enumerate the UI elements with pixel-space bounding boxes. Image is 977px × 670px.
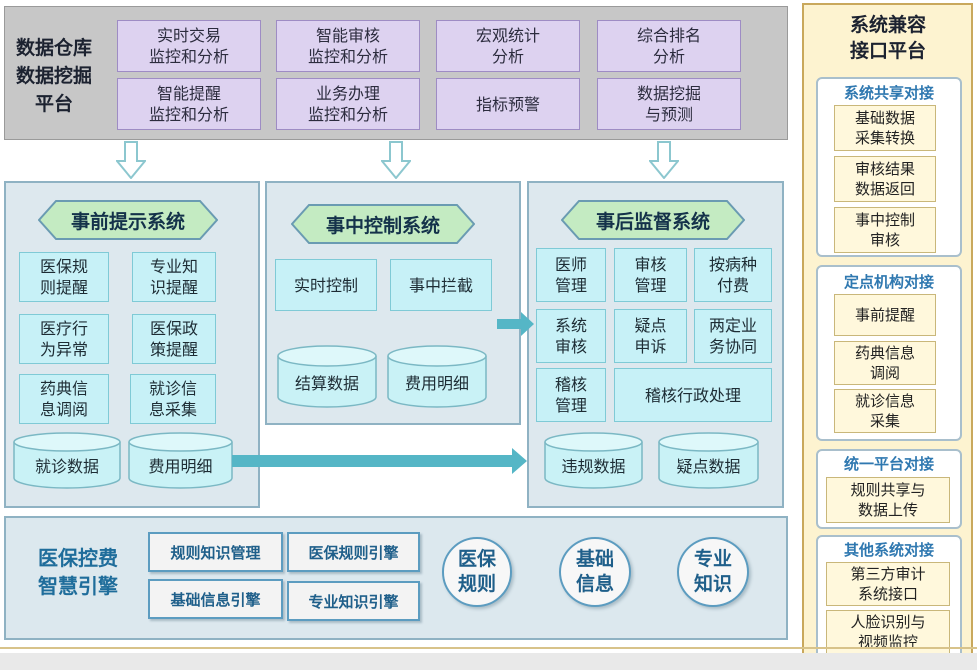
visit-data-db: 就诊数据	[34, 457, 99, 476]
database-cylinder-icon	[387, 345, 487, 408]
audit-management-box[interactable]: 审核管理	[614, 248, 687, 302]
realtime-control-box[interactable]: 实时控制	[275, 259, 377, 311]
group-title: 其他系统对接	[843, 540, 934, 559]
group-title: 定点机构对接	[843, 272, 934, 291]
right-arrow-icon	[497, 312, 534, 336]
insurance-rule-engine-button[interactable]: 医保规则引擎	[287, 532, 420, 572]
system-audit-box[interactable]: 系统审核	[536, 309, 606, 363]
in-event-control-audit-box[interactable]: 事中控制审核	[834, 207, 936, 253]
insurance-policy-reminder-box[interactable]: 医保政策提醒	[132, 314, 216, 364]
smart-reminder-box[interactable]: 智能提醒监控和分析	[117, 78, 261, 130]
smart-engine-title: 医保控费 智慧引擎	[38, 546, 118, 598]
down-arrow-icon	[649, 141, 679, 179]
post-event-title-hex	[561, 200, 745, 240]
disease-based-payment-box[interactable]: 按病种付费	[694, 248, 772, 302]
pharmacopeia-lookup-box[interactable]: 药典信息调阅	[19, 374, 109, 424]
designated-business-box[interactable]: 两定业务协同	[694, 309, 772, 363]
settlement-data-db: 结算数据	[294, 374, 359, 393]
face-recognition-box[interactable]: 人脸识别与视频监控	[826, 610, 950, 654]
bottom-divider	[0, 647, 977, 649]
pharmacopeia-info-box[interactable]: 药典信息调阅	[834, 341, 936, 385]
expert-knowledge-engine-button[interactable]: 专业知识引擎	[287, 581, 420, 621]
smart-audit-box[interactable]: 智能审核监控和分析	[276, 20, 420, 72]
post-event-title: 事后监督系统	[595, 210, 710, 233]
database-cylinder-icon	[13, 432, 121, 489]
insurance-rule-reminder-box[interactable]: 医保规则提醒	[19, 252, 109, 302]
data-mining-box[interactable]: 数据挖掘与预测	[597, 78, 741, 130]
title-line: 数据挖掘	[15, 65, 92, 87]
group-title: 系统共享对接	[843, 83, 934, 102]
database-cylinder-icon	[544, 432, 643, 489]
data-warehouse-title: 数据仓库 数据挖掘 平台	[6, 34, 102, 118]
interface-platform-title: 系统兼容 接口平台	[849, 14, 926, 62]
rule-sharing-upload-box[interactable]: 规则共享与数据上传	[826, 477, 950, 523]
cost-details-db: 费用明细	[148, 457, 213, 476]
third-party-audit-box[interactable]: 第三方审计系统接口	[826, 562, 950, 606]
mid-event-title-hex	[291, 204, 475, 244]
macro-stats-box[interactable]: 宏观统计分析	[436, 20, 580, 72]
pre-event-title: 事前提示系统	[70, 210, 185, 233]
in-event-intercept-box[interactable]: 事中拦截	[390, 259, 492, 311]
ranking-box[interactable]: 综合排名分析	[597, 20, 741, 72]
indicator-warning-box[interactable]: 指标预警	[436, 78, 580, 130]
down-arrow-icon	[381, 141, 411, 179]
title-line: 平台	[34, 93, 73, 115]
pre-event-reminder-box[interactable]: 事前提醒	[834, 294, 936, 336]
insurance-rules-circle[interactable]: 医保规则	[442, 537, 512, 607]
group-title: 统一平台对接	[843, 454, 934, 473]
long-right-arrow-icon	[232, 448, 527, 474]
expert-knowledge-circle[interactable]: 专业知识	[677, 537, 749, 607]
database-cylinder-icon	[128, 432, 233, 489]
doubtful-data-db: 疑点数据	[676, 457, 741, 476]
business-handling-box[interactable]: 业务办理监控和分析	[276, 78, 420, 130]
realtime-trade-box[interactable]: 实时交易监控和分析	[117, 20, 261, 72]
bottom-strip	[0, 653, 977, 670]
doubt-appeal-box[interactable]: 疑点申诉	[614, 309, 687, 363]
visit-info-collection-box[interactable]: 就诊信息采集	[130, 374, 216, 424]
visit-info-box[interactable]: 就诊信息采集	[834, 389, 936, 433]
violation-data-db: 违规数据	[561, 457, 626, 476]
audit-result-return-box[interactable]: 审核结果数据返回	[834, 156, 936, 202]
inspection-admin-handling-box[interactable]: 稽核行政处理	[614, 368, 772, 422]
basic-data-conversion-box[interactable]: 基础数据采集转换	[834, 105, 936, 151]
title-line: 数据仓库	[15, 37, 92, 59]
pre-event-title-hex	[38, 200, 218, 240]
expert-knowledge-reminder-box[interactable]: 专业知识提醒	[132, 252, 216, 302]
basic-info-circle[interactable]: 基础信息	[559, 537, 631, 607]
medical-behavior-anomaly-box[interactable]: 医疗行为异常	[19, 314, 109, 364]
inspection-management-box[interactable]: 稽核管理	[536, 368, 606, 422]
database-cylinder-icon	[658, 432, 759, 489]
physician-management-box[interactable]: 医师管理	[536, 248, 606, 302]
mid-cost-details-db: 费用明细	[404, 374, 469, 393]
rule-knowledge-management-button[interactable]: 规则知识管理	[148, 532, 283, 572]
database-cylinder-icon	[277, 345, 377, 408]
down-arrow-icon	[116, 141, 146, 179]
mid-event-title: 事中控制系统	[325, 214, 440, 237]
basic-info-engine-button[interactable]: 基础信息引擎	[148, 579, 283, 619]
